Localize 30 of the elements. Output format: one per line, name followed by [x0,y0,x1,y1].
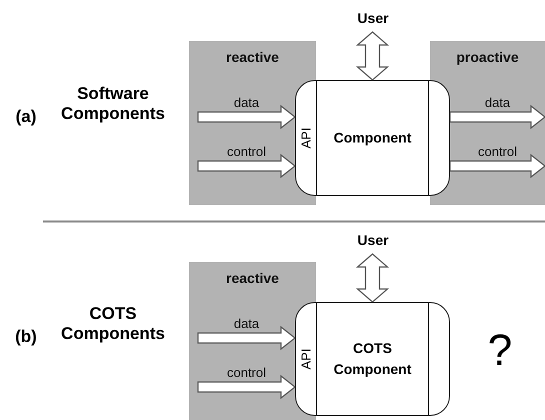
edge-label: control [226,365,266,380]
block-arrow [197,104,296,130]
component-box [295,302,450,416]
component-name: Component [332,128,412,148]
block-arrow [356,31,390,81]
edge-label: data [484,95,510,110]
interface-label: API [298,348,314,370]
panel-title: COTS Components [60,304,166,345]
panel-title: Software Components [60,84,166,125]
edge-label: data [234,316,260,331]
block-arrow [449,104,545,130]
block-arrow [356,253,390,303]
actor-label: User [348,232,398,252]
edge-label: data [234,95,260,110]
edge-label: control [226,144,266,159]
block-arrow [197,326,296,350]
region-title: reactive [225,49,280,65]
edge-label: control [478,144,518,159]
region-title: reactive [225,270,280,286]
block-arrow [449,154,545,178]
block-arrow [197,154,296,178]
panel-label: (a) [14,107,38,128]
block-arrow [197,374,296,400]
region-title: proactive [455,49,520,65]
component-box [295,80,450,196]
component-name: COTS Component [332,339,412,379]
question-mark: ? [486,325,514,377]
actor-label: User [348,10,398,30]
interface-label: API [298,128,314,148]
panel-label: (b) [14,327,38,348]
